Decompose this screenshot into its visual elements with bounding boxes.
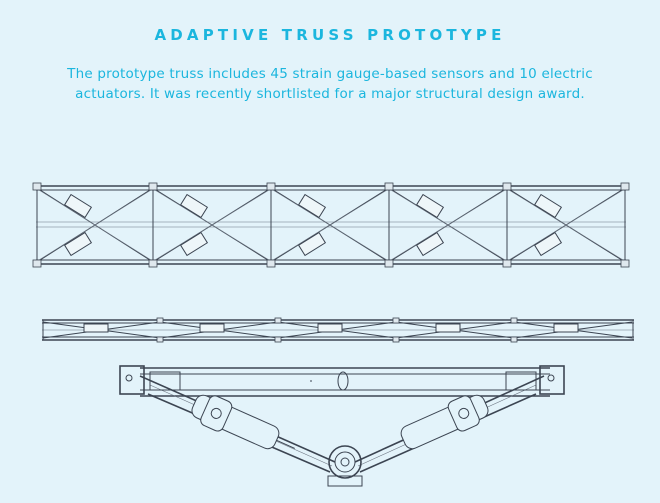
truss-section-drawing: [119, 365, 565, 487]
truss-elevation-drawing: [32, 182, 630, 268]
page-description: The prototype truss includes 45 strain g…: [67, 66, 593, 102]
truss-plan-drawing: [42, 317, 634, 343]
page-title: ADAPTIVE TRUSS PROTOTYPE: [154, 26, 506, 44]
